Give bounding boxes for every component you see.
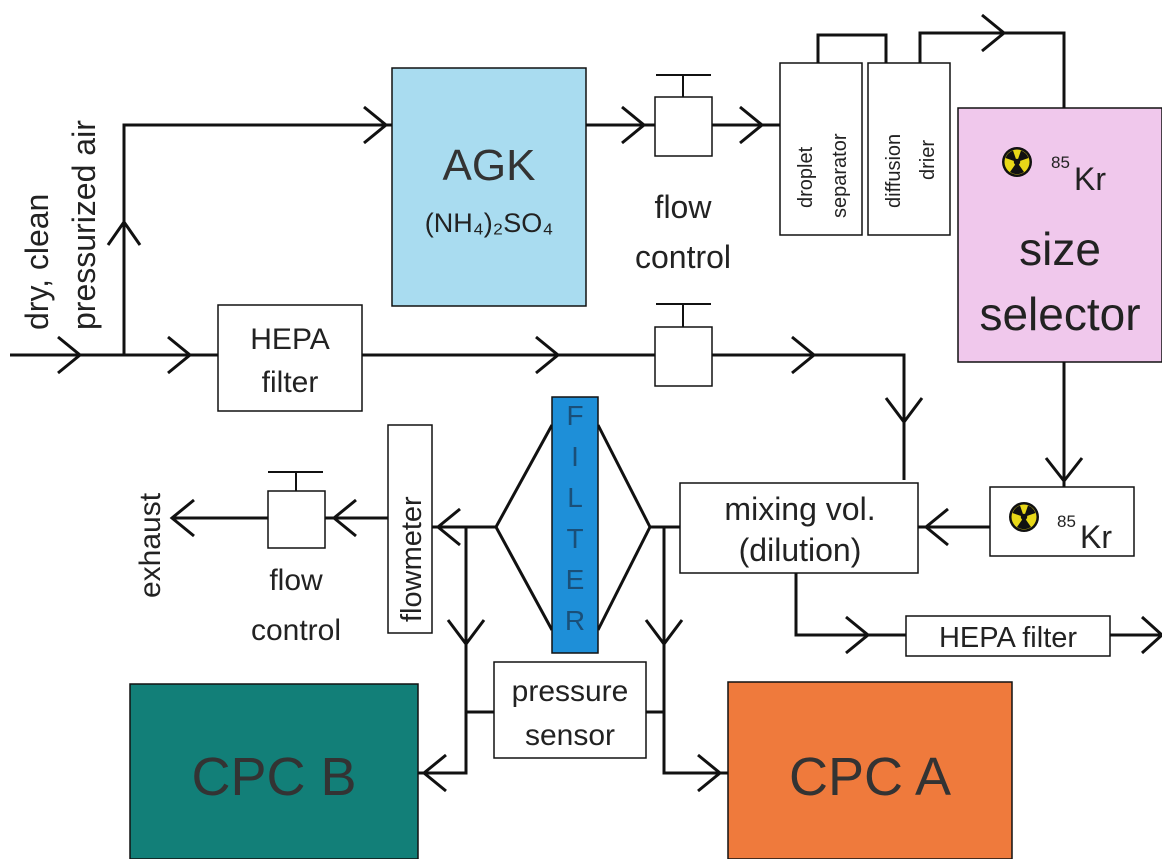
pressure-sensor-box bbox=[493, 661, 647, 759]
filter-letter: F bbox=[566, 400, 583, 431]
pressure-sensor: pressure sensor bbox=[493, 661, 647, 759]
valve-body bbox=[654, 96, 713, 157]
mixing-volume: mixing vol. (dilution) bbox=[679, 482, 919, 574]
filter-letter: R bbox=[565, 605, 585, 636]
flow-control-valve-bottom: flow control bbox=[251, 471, 341, 647]
size-selector-isotope-symbol: Kr bbox=[1074, 161, 1106, 197]
flow-control-valve-middle bbox=[654, 303, 713, 387]
hepa-filter-outlet-box bbox=[905, 615, 1111, 657]
radiation-icon bbox=[1009, 502, 1039, 532]
hepa-filter-left-line2: filter bbox=[262, 366, 319, 399]
filter-letter: T bbox=[566, 523, 583, 554]
diffusion-drier-line2: drier bbox=[917, 140, 939, 180]
inlet-label: dry, clean pressurized air bbox=[19, 120, 102, 330]
inlet-label-line1: dry, clean bbox=[19, 194, 55, 330]
valve-body bbox=[654, 326, 713, 387]
agk-title: AGK bbox=[443, 141, 536, 190]
size-selector-line1: size bbox=[1019, 223, 1101, 275]
exhaust-label: exhaust bbox=[134, 492, 167, 598]
cpc-b-box bbox=[129, 683, 419, 859]
filter: F I L T E R bbox=[551, 396, 599, 654]
flowmeter: flowmeter bbox=[387, 424, 433, 634]
flow-lines bbox=[10, 31, 1160, 775]
pressure-sensor-line2: sensor bbox=[525, 719, 615, 752]
agk-formula: (NH₄)₂SO₄ bbox=[425, 208, 554, 238]
diffusion-drier-line1: diffusion bbox=[883, 134, 905, 208]
flow-control-bottom-line1: flow bbox=[269, 564, 323, 597]
flowmeter-box bbox=[387, 424, 433, 634]
hepa-filter-left-line1: HEPA bbox=[250, 323, 329, 356]
kr-neutralizer-isotope-symbol: Kr bbox=[1080, 519, 1112, 555]
flow-arrows bbox=[57, 13, 1162, 793]
flow-control-top-line1: flow bbox=[655, 189, 713, 225]
flow-control-top-line2: control bbox=[635, 239, 731, 275]
filter-letter: I bbox=[571, 441, 579, 472]
diffusion-drier: diffusion drier bbox=[867, 62, 951, 236]
size-selector-isotope-mass: 85 bbox=[1051, 153, 1070, 172]
valve-body bbox=[267, 490, 326, 549]
agk-aerosol-generator: AGK (NH₄)₂SO₄ bbox=[391, 67, 587, 307]
kr-neutralizer: 85 Kr bbox=[989, 486, 1135, 557]
valve-handle-icon bbox=[656, 74, 711, 97]
mixing-volume-box bbox=[679, 482, 919, 574]
filter-letter: E bbox=[566, 564, 585, 595]
flow-control-valve-top: flow control bbox=[635, 74, 731, 275]
cpc-a-box bbox=[727, 681, 1013, 859]
kr-neutralizer-isotope-mass: 85 bbox=[1057, 512, 1076, 531]
flow-control-bottom-line2: control bbox=[251, 614, 341, 647]
agk-box bbox=[391, 67, 587, 307]
size-selector-line2: selector bbox=[979, 288, 1140, 340]
flowmeter-label: flowmeter bbox=[396, 496, 428, 622]
hepa-filter-left: HEPA filter bbox=[217, 304, 363, 412]
cpc-b: CPC B bbox=[129, 683, 419, 859]
filter-bar bbox=[551, 396, 599, 654]
cpc-a-label: CPC A bbox=[789, 747, 951, 807]
mixing-volume-line2: (dilution) bbox=[739, 532, 862, 568]
cpc-b-label: CPC B bbox=[191, 747, 356, 807]
hepa-filter-left-box bbox=[217, 304, 363, 412]
hepa-filter-outlet-label: HEPA filter bbox=[939, 622, 1077, 654]
diffusion-drier-box bbox=[867, 62, 951, 236]
filter-letter: L bbox=[567, 482, 583, 513]
droplet-separator: droplet separator bbox=[779, 62, 863, 236]
cpc-a: CPC A bbox=[727, 681, 1013, 859]
droplet-separator-box bbox=[779, 62, 863, 236]
inlet-label-line2: pressurized air bbox=[66, 120, 102, 330]
droplet-separator-line1: droplet bbox=[795, 146, 817, 208]
pressure-sensor-line1: pressure bbox=[512, 675, 629, 708]
valve-handle-icon bbox=[268, 471, 323, 491]
radiation-icon bbox=[1002, 147, 1032, 177]
size-selector: 85 Kr size selector bbox=[957, 107, 1162, 363]
size-selector-box bbox=[957, 107, 1162, 363]
mixing-volume-line1: mixing vol. bbox=[724, 491, 875, 527]
hepa-filter-outlet: HEPA filter bbox=[905, 615, 1111, 657]
valve-handle-icon bbox=[656, 303, 711, 327]
droplet-separator-line2: separator bbox=[829, 133, 851, 218]
